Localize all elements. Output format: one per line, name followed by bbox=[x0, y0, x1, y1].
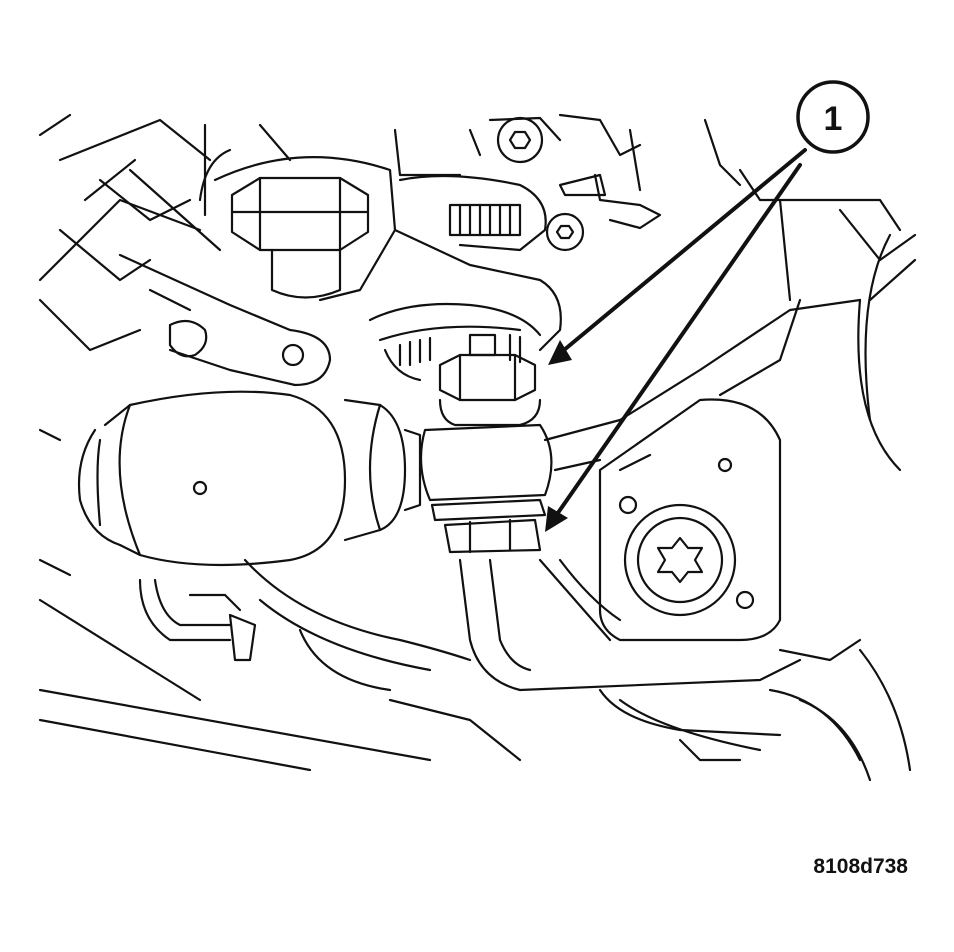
callout-number: 1 bbox=[824, 100, 843, 138]
callout-circle bbox=[796, 80, 870, 154]
small-bolts bbox=[496, 116, 662, 252]
sprocket-assembly bbox=[368, 174, 562, 382]
hoses bbox=[138, 558, 622, 692]
arrow-upper bbox=[556, 148, 807, 357]
sensor-assembly bbox=[419, 333, 553, 554]
background-structure bbox=[38, 113, 917, 442]
arrow-lower bbox=[551, 163, 802, 522]
lower-arm bbox=[458, 233, 902, 692]
arrowhead-upper bbox=[548, 340, 572, 365]
bracket-arm bbox=[118, 253, 332, 387]
chassis-lines bbox=[38, 558, 912, 782]
mounting-flange bbox=[598, 398, 782, 642]
large-hex-nut bbox=[198, 148, 397, 302]
callout-arrows bbox=[551, 148, 807, 522]
figure-code: 8108d738 bbox=[813, 855, 908, 878]
arrowhead-lower bbox=[545, 506, 568, 532]
canister-body bbox=[77, 390, 422, 567]
